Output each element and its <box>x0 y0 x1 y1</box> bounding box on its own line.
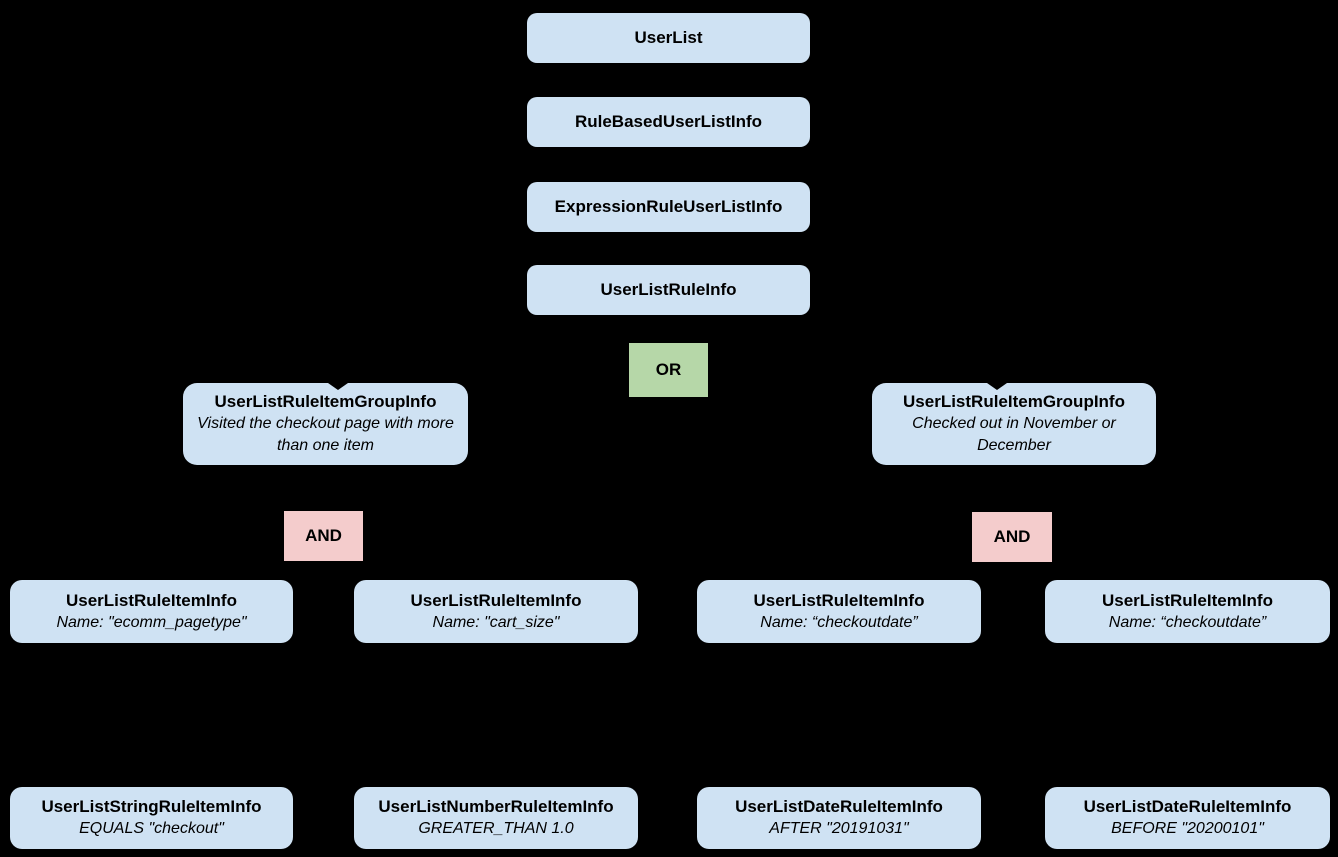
node-date-rule-item-before: UserListDateRuleItemInfo BEFORE "2020010… <box>1045 787 1330 849</box>
node-description: GREATER_THAN 1.0 <box>418 820 574 837</box>
connector-arrowhead-icon <box>328 383 348 390</box>
node-number-rule-item: UserListNumberRuleItemInfo GREATER_THAN … <box>354 787 638 849</box>
node-rule-item-checkoutdate-1: UserListRuleItemInfo Name: “checkoutdate… <box>697 580 981 643</box>
node-string-rule-item: UserListStringRuleItemInfo EQUALS "check… <box>10 787 293 849</box>
node-description: Checked out in November or December <box>912 415 1116 454</box>
node-description: EQUALS "checkout" <box>79 820 224 837</box>
node-rule-item-group-right: UserListRuleItemGroupInfo Checked out in… <box>872 383 1156 465</box>
and-label: AND <box>993 527 1031 546</box>
node-title: UserList <box>634 28 703 47</box>
node-title: UserListDateRuleItemInfo <box>735 797 943 816</box>
node-description: BEFORE "20200101" <box>1111 820 1264 837</box>
node-description: Visited the checkout page with more than… <box>197 415 454 454</box>
node-description: Name: “checkoutdate” <box>1108 613 1267 631</box>
node-date-rule-item-after: UserListDateRuleItemInfo AFTER "20191031… <box>697 787 981 849</box>
node-userlist: UserList <box>527 13 810 63</box>
or-label: OR <box>655 360 682 379</box>
node-title: UserListRuleItemInfo <box>753 590 925 610</box>
node-rule-item-ecomm-pagetype: UserListRuleItemInfo Name: "ecomm_pagety… <box>10 580 293 643</box>
node-rule-item-group-left: UserListRuleItemGroupInfo Visited the ch… <box>183 383 468 465</box>
node-rule-item-checkoutdate-2: UserListRuleItemInfo Name: “checkoutdate… <box>1045 580 1330 643</box>
node-title: ExpressionRuleUserListInfo <box>554 197 783 216</box>
node-description: Name: "ecomm_pagetype" <box>56 613 247 631</box>
and-label: AND <box>305 526 342 545</box>
node-description: Name: “checkoutdate” <box>760 613 918 631</box>
node-title: RuleBasedUserListInfo <box>574 112 763 131</box>
node-title: UserListDateRuleItemInfo <box>1083 797 1292 816</box>
and-operator-box-left: AND <box>284 511 363 561</box>
connector-arrowhead-icon <box>987 383 1007 390</box>
node-title: UserListRuleItemInfo <box>410 590 582 610</box>
or-operator-box: OR <box>629 343 708 397</box>
node-rule-item-cart-size: UserListRuleItemInfo Name: "cart_size" <box>354 580 638 643</box>
node-title: UserListStringRuleItemInfo <box>41 797 262 816</box>
node-user-list-rule-info: UserListRuleInfo <box>527 265 810 315</box>
node-title: UserListRuleItemInfo <box>66 590 237 610</box>
node-rule-based-user-list-info: RuleBasedUserListInfo <box>527 97 810 147</box>
node-description: Name: "cart_size" <box>432 613 560 631</box>
node-description: AFTER "20191031" <box>769 820 909 837</box>
and-operator-box-right: AND <box>972 512 1052 562</box>
node-title: UserListNumberRuleItemInfo <box>378 797 614 816</box>
node-title: UserListRuleItemInfo <box>1102 590 1273 610</box>
node-title: UserListRuleItemGroupInfo <box>903 392 1125 411</box>
node-title: UserListRuleItemGroupInfo <box>214 392 437 411</box>
node-title: UserListRuleInfo <box>600 280 737 299</box>
node-expression-rule-user-list-info: ExpressionRuleUserListInfo <box>527 182 810 232</box>
